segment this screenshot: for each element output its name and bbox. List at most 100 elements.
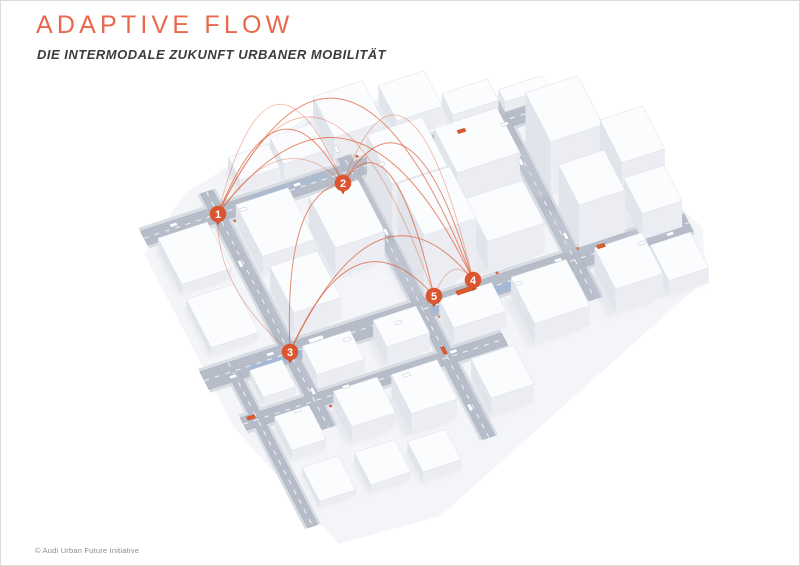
route-arc <box>217 97 474 281</box>
building-side-west <box>439 299 454 344</box>
vehicle <box>292 181 302 188</box>
route-arc <box>217 158 344 215</box>
building-roof <box>157 221 232 285</box>
building-roof <box>623 164 683 215</box>
lane-dashes <box>206 191 329 428</box>
building-side-south <box>534 305 590 344</box>
map-marker-1: 1 <box>209 205 227 226</box>
building-side-south <box>293 297 342 335</box>
building-roof <box>396 166 477 236</box>
building-side-south <box>240 167 280 193</box>
building-roof <box>594 232 664 290</box>
vehicle <box>665 231 675 237</box>
lane-dashes <box>243 338 505 425</box>
building-roof <box>235 187 316 257</box>
building-side-south <box>334 121 384 160</box>
building-side-south <box>387 332 430 365</box>
copyright-note: © Audi Urban Future Initiative <box>35 546 140 555</box>
route-arc <box>217 213 291 353</box>
vehicle <box>553 257 563 263</box>
marker-number: 2 <box>340 178 346 190</box>
building-side-west <box>269 137 284 181</box>
building-roof <box>599 105 666 163</box>
vehicle <box>637 240 646 246</box>
buildings <box>157 70 710 508</box>
building-side-west <box>235 204 263 275</box>
vehicle <box>342 336 352 343</box>
vehicle <box>239 206 248 213</box>
vehicle <box>169 222 178 228</box>
building-side-west <box>302 467 320 508</box>
building-roof <box>470 344 535 399</box>
building-side-south <box>453 310 507 344</box>
marker-number: 4 <box>470 275 477 287</box>
vehicle <box>293 407 302 414</box>
building-side-west <box>269 266 294 335</box>
map-marker-2: 2 <box>334 174 352 195</box>
vehicle <box>228 373 238 380</box>
building-side-west <box>378 85 397 139</box>
building-side-south <box>211 332 259 356</box>
building-side-west <box>498 89 505 112</box>
route-arc <box>342 162 435 297</box>
route-arc <box>217 116 435 297</box>
transit-stop-dot <box>328 404 333 408</box>
route-arc <box>288 182 344 353</box>
page-title: ADAPTIVE FLOW <box>36 11 294 39</box>
building-roof <box>558 149 626 206</box>
building-side-south <box>371 471 411 493</box>
building-side-west <box>373 320 387 365</box>
transit-stop-dot <box>355 154 359 158</box>
building-side-west <box>308 196 336 278</box>
marker-circle <box>425 287 443 305</box>
building-side-west <box>157 238 182 295</box>
building-side-south <box>181 268 232 295</box>
marker-number: 1 <box>215 209 221 221</box>
building-side-south <box>263 386 296 406</box>
vehicle <box>517 158 525 166</box>
building-roof <box>301 455 357 502</box>
vehicle <box>562 231 570 240</box>
building-side-south <box>424 218 477 291</box>
building-side-west <box>407 441 424 482</box>
building-side-west <box>471 358 492 417</box>
building-side-south <box>283 150 327 181</box>
building-side-south <box>579 190 625 247</box>
vehicle <box>466 403 474 412</box>
vehicle <box>341 383 351 390</box>
building-side-west <box>510 277 535 344</box>
building-side-south <box>292 439 327 461</box>
map-marker-5: 5 <box>425 287 443 308</box>
vehicle <box>309 387 317 395</box>
highlighted-vehicle <box>456 127 467 134</box>
building-roof <box>249 359 297 398</box>
building-roof <box>354 439 412 486</box>
map-marker-3: 3 <box>281 343 299 364</box>
vehicle <box>394 319 403 326</box>
vehicle <box>237 260 244 268</box>
building-side-west <box>333 391 352 443</box>
route-arc <box>217 103 344 215</box>
building-roof <box>372 305 431 348</box>
building-roof <box>312 80 384 138</box>
building-side-south <box>319 489 356 508</box>
highlighted-vehicle <box>246 414 256 421</box>
highlighted-vehicle <box>440 346 448 355</box>
building-side-west <box>623 178 643 240</box>
building-roof <box>302 330 365 375</box>
building-side-west <box>391 374 412 434</box>
building-side-west <box>397 183 424 291</box>
marker-number: 3 <box>287 347 293 359</box>
marker-number: 5 <box>431 291 437 303</box>
building-side-south <box>668 267 709 296</box>
route-arcs <box>217 97 474 353</box>
building-side-west <box>441 93 453 127</box>
building-roof <box>269 250 342 314</box>
building-side-south <box>351 412 396 443</box>
marker-circle <box>464 271 482 289</box>
building-side-west <box>249 370 264 406</box>
building-side-west <box>354 452 371 493</box>
